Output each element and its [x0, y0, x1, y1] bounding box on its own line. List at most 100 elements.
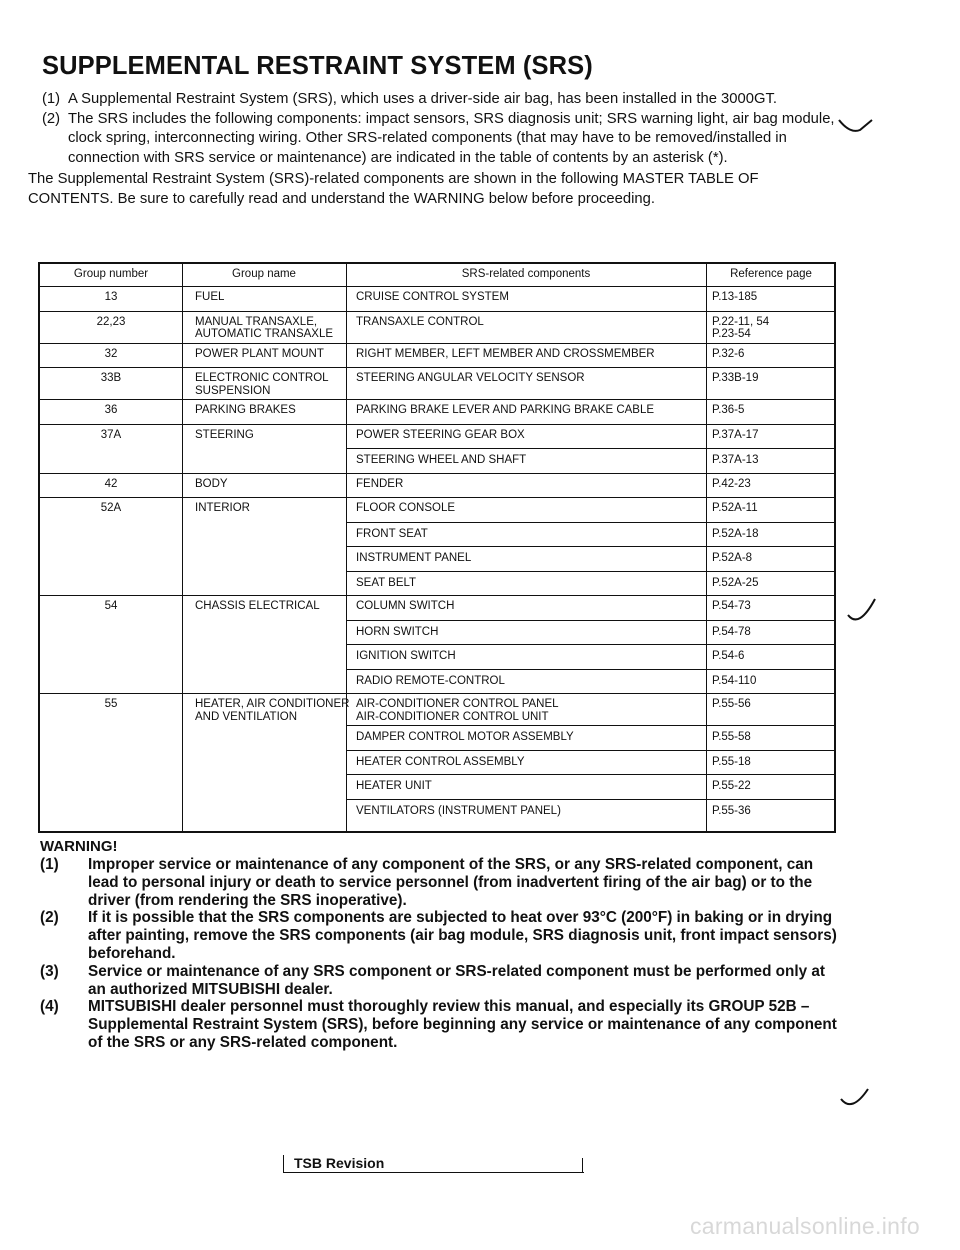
table-row: INSTRUMENT PANEL P.52A-8 [346, 546, 834, 572]
table-group: 22,23 MANUAL TRANSAXLE, AUTOMATIC TRANSAX… [40, 311, 834, 344]
group-number: 55 [104, 698, 118, 710]
warning-title: WARNING! [40, 838, 118, 855]
reference-page: P.55-56 [712, 698, 751, 710]
tsb-revision-box-end [582, 1158, 583, 1172]
table-group: 54 CHASSIS ELECTRICAL COLUMN SWITCH P.54-73… [40, 595, 834, 694]
warning-item-3: (3) Service or maintenance of any SRS co… [40, 963, 840, 999]
warning-text: Improper service or maintenance of any c… [88, 856, 814, 909]
page-title: SUPPLEMENTAL RESTRAINT SYSTEM (SRS) [42, 52, 593, 80]
binding-mark-icon [847, 598, 876, 621]
group-name: FUEL [195, 291, 225, 303]
warning-text: If it is possible that the SRS component… [88, 909, 837, 962]
group-name: MANUAL TRANSAXLE, AUTOMATIC TRANSAXLE [195, 315, 334, 341]
srs-component: COLUMN SWITCH [356, 600, 455, 612]
reference-page: P.52A-11 [712, 502, 758, 514]
srs-component: DAMPER CONTROL MOTOR ASSEMBLY [356, 731, 574, 743]
reference-page: P.32-6 [712, 347, 745, 360]
watermark: carmanualsonline.info [689, 1213, 920, 1239]
reference-page: P.55-18 [712, 755, 751, 768]
table-row: STEERING ANGULAR VELOCITY SENSOR P.33B-19 [346, 367, 834, 399]
header-srs-components: SRS-related components [461, 268, 591, 280]
table-row: TRANSAXLE CONTROL P.22-11, 54 P.23-54 [346, 311, 834, 343]
intro-item-number: (1) [42, 91, 61, 107]
reference-page: P.55-22 [712, 780, 751, 792]
group-name: CHASSIS ELECTRICAL [195, 600, 320, 612]
warning-number: (2) [40, 909, 59, 927]
warning-number: (4) [40, 998, 59, 1016]
column-divider [706, 264, 707, 831]
group-number: 22,23 [96, 315, 126, 328]
header-group-number: Group number [73, 268, 149, 280]
reference-page: P.55-58 [712, 731, 751, 743]
reference-page: P.54-78 [712, 625, 751, 638]
srs-component: VENTILATORS (INSTRUMENT PANEL) [356, 804, 561, 817]
warning-item-1: (1) Improper service or maintenance of a… [40, 856, 840, 909]
srs-component: TRANSAXLE CONTROL [356, 315, 484, 328]
srs-component: IGNITION SWITCH [356, 650, 456, 662]
table-row: FRONT SEAT P.52A-18 [346, 521, 834, 548]
table-row: AIR-CONDITIONER CONTROL PANEL AIR-CONDIT… [346, 693, 834, 725]
group-name: POWER PLANT MOUNT [195, 347, 324, 360]
group-number: 33B [100, 372, 122, 384]
warning-number: (3) [40, 962, 59, 980]
reference-page: P.54-6 [712, 650, 745, 662]
group-number: 54 [104, 600, 118, 612]
table-row: RIGHT MEMBER, LEFT MEMBER AND CROSSMEMBE… [346, 343, 834, 368]
group-name: ELECTRONIC CONTROL SUSPENSION [195, 372, 329, 397]
reference-page: P.33B-19 [712, 372, 759, 384]
srs-component: FENDER [356, 477, 404, 490]
group-name: HEATER, AIR CONDITIONER AND VENTILATION [195, 698, 350, 723]
reference-page: P.22-11, 54 P.23-54 [712, 315, 770, 341]
intro-item-text: A Supplemental Restraint System (SRS), w… [68, 91, 777, 107]
tsb-revision-box: TSB Revision [283, 1155, 584, 1173]
warning-list: (1) Improper service or maintenance of a… [40, 856, 840, 1052]
binding-mark-icon [838, 119, 873, 132]
table-row: DAMPER CONTROL MOTOR ASSEMBLY P.55-58 [346, 725, 834, 751]
table-row: VENTILATORS (INSTRUMENT PANEL)P.55-36 [346, 798, 834, 825]
group-number: 32 [104, 347, 118, 360]
group-name: INTERIOR [195, 502, 250, 514]
reference-page: P.36-5 [712, 404, 745, 416]
group-name: PARKING BRAKES [195, 404, 296, 416]
warning-number: (1) [40, 856, 59, 873]
srs-component: CRUISE CONTROL SYSTEM [356, 291, 509, 303]
table-row: SEAT BELT P.52A-25 [346, 570, 834, 597]
reference-page: P.52A-8 [712, 552, 753, 564]
table-row: HEATER CONTROL ASSEMBLY P.55-18 [346, 749, 834, 776]
header-group-name: Group name [232, 268, 296, 280]
table-row: COLUMN SWITCH P.54-73 [346, 595, 834, 620]
reference-page: P.13-185 [712, 291, 758, 303]
header-reference-page: Reference page [730, 268, 812, 280]
srs-component: SEAT BELT [356, 576, 417, 589]
tsb-revision-label: TSB Revision [294, 1155, 385, 1171]
reference-page: P.42-23 [712, 477, 751, 490]
reference-page: P.52A-25 [712, 576, 759, 589]
group-number: 52A [100, 502, 122, 514]
srs-component: HEATER CONTROL ASSEMBLY [356, 755, 525, 768]
srs-component: STEERING ANGULAR VELOCITY SENSOR [356, 372, 585, 384]
srs-component: RIGHT MEMBER, LEFT MEMBER AND CROSSMEMBE… [356, 347, 655, 360]
srs-component: INSTRUMENT PANEL [356, 552, 472, 564]
intro-item-number: (2) [42, 110, 61, 127]
srs-component: FRONT SEAT [356, 527, 428, 540]
intro-item-1: (1) A Supplemental Restraint System (SRS… [42, 90, 842, 110]
table-row: IGNITION SWITCH P.54-6 [346, 644, 834, 670]
intro-paragraph: The Supplemental Restraint System (SRS)-… [28, 171, 759, 207]
table-row: FENDER P.42-23 [346, 473, 834, 498]
intro-item-2: (2) The SRS includes the following compo… [42, 110, 842, 169]
reference-page: P.52A-18 [712, 527, 759, 540]
reference-page: P.54-73 [712, 600, 751, 612]
group-name: BODY [195, 477, 228, 490]
reference-page: P.54-110 [712, 674, 757, 687]
table-row: CRUISE CONTROL SYSTEM P.13-185 [346, 286, 834, 311]
table-row: PARKING BRAKE LEVER AND PARKING BRAKE CA… [346, 399, 834, 424]
table-header: Group number Group name SRS-related comp… [40, 264, 834, 287]
